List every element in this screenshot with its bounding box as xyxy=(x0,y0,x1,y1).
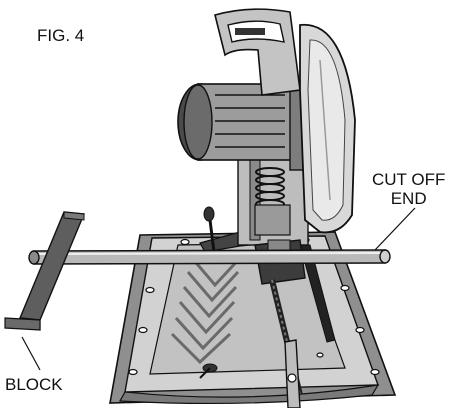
leader-lines xyxy=(21,207,416,371)
clamp-handle xyxy=(284,339,301,408)
rod-workpiece xyxy=(28,249,391,265)
figure-label: FIG. 4 xyxy=(37,26,85,45)
table-rib-pattern xyxy=(170,256,242,365)
lock-knob xyxy=(203,206,216,253)
motor-housing xyxy=(177,79,309,171)
pivot-column xyxy=(237,149,309,246)
motor-vents xyxy=(215,94,285,148)
cut-off-leader xyxy=(374,207,416,251)
cut-off-callout-line1: CUT OFF xyxy=(372,170,446,189)
block-callout: BLOCK xyxy=(5,375,63,394)
cut-off-end-callout: CUT OFF END xyxy=(372,170,445,208)
support-block xyxy=(4,211,86,331)
cut-off-callout-line2: END xyxy=(390,189,427,208)
blade-guard xyxy=(299,23,356,234)
block-leader xyxy=(21,336,41,371)
saw-handle xyxy=(214,8,301,96)
